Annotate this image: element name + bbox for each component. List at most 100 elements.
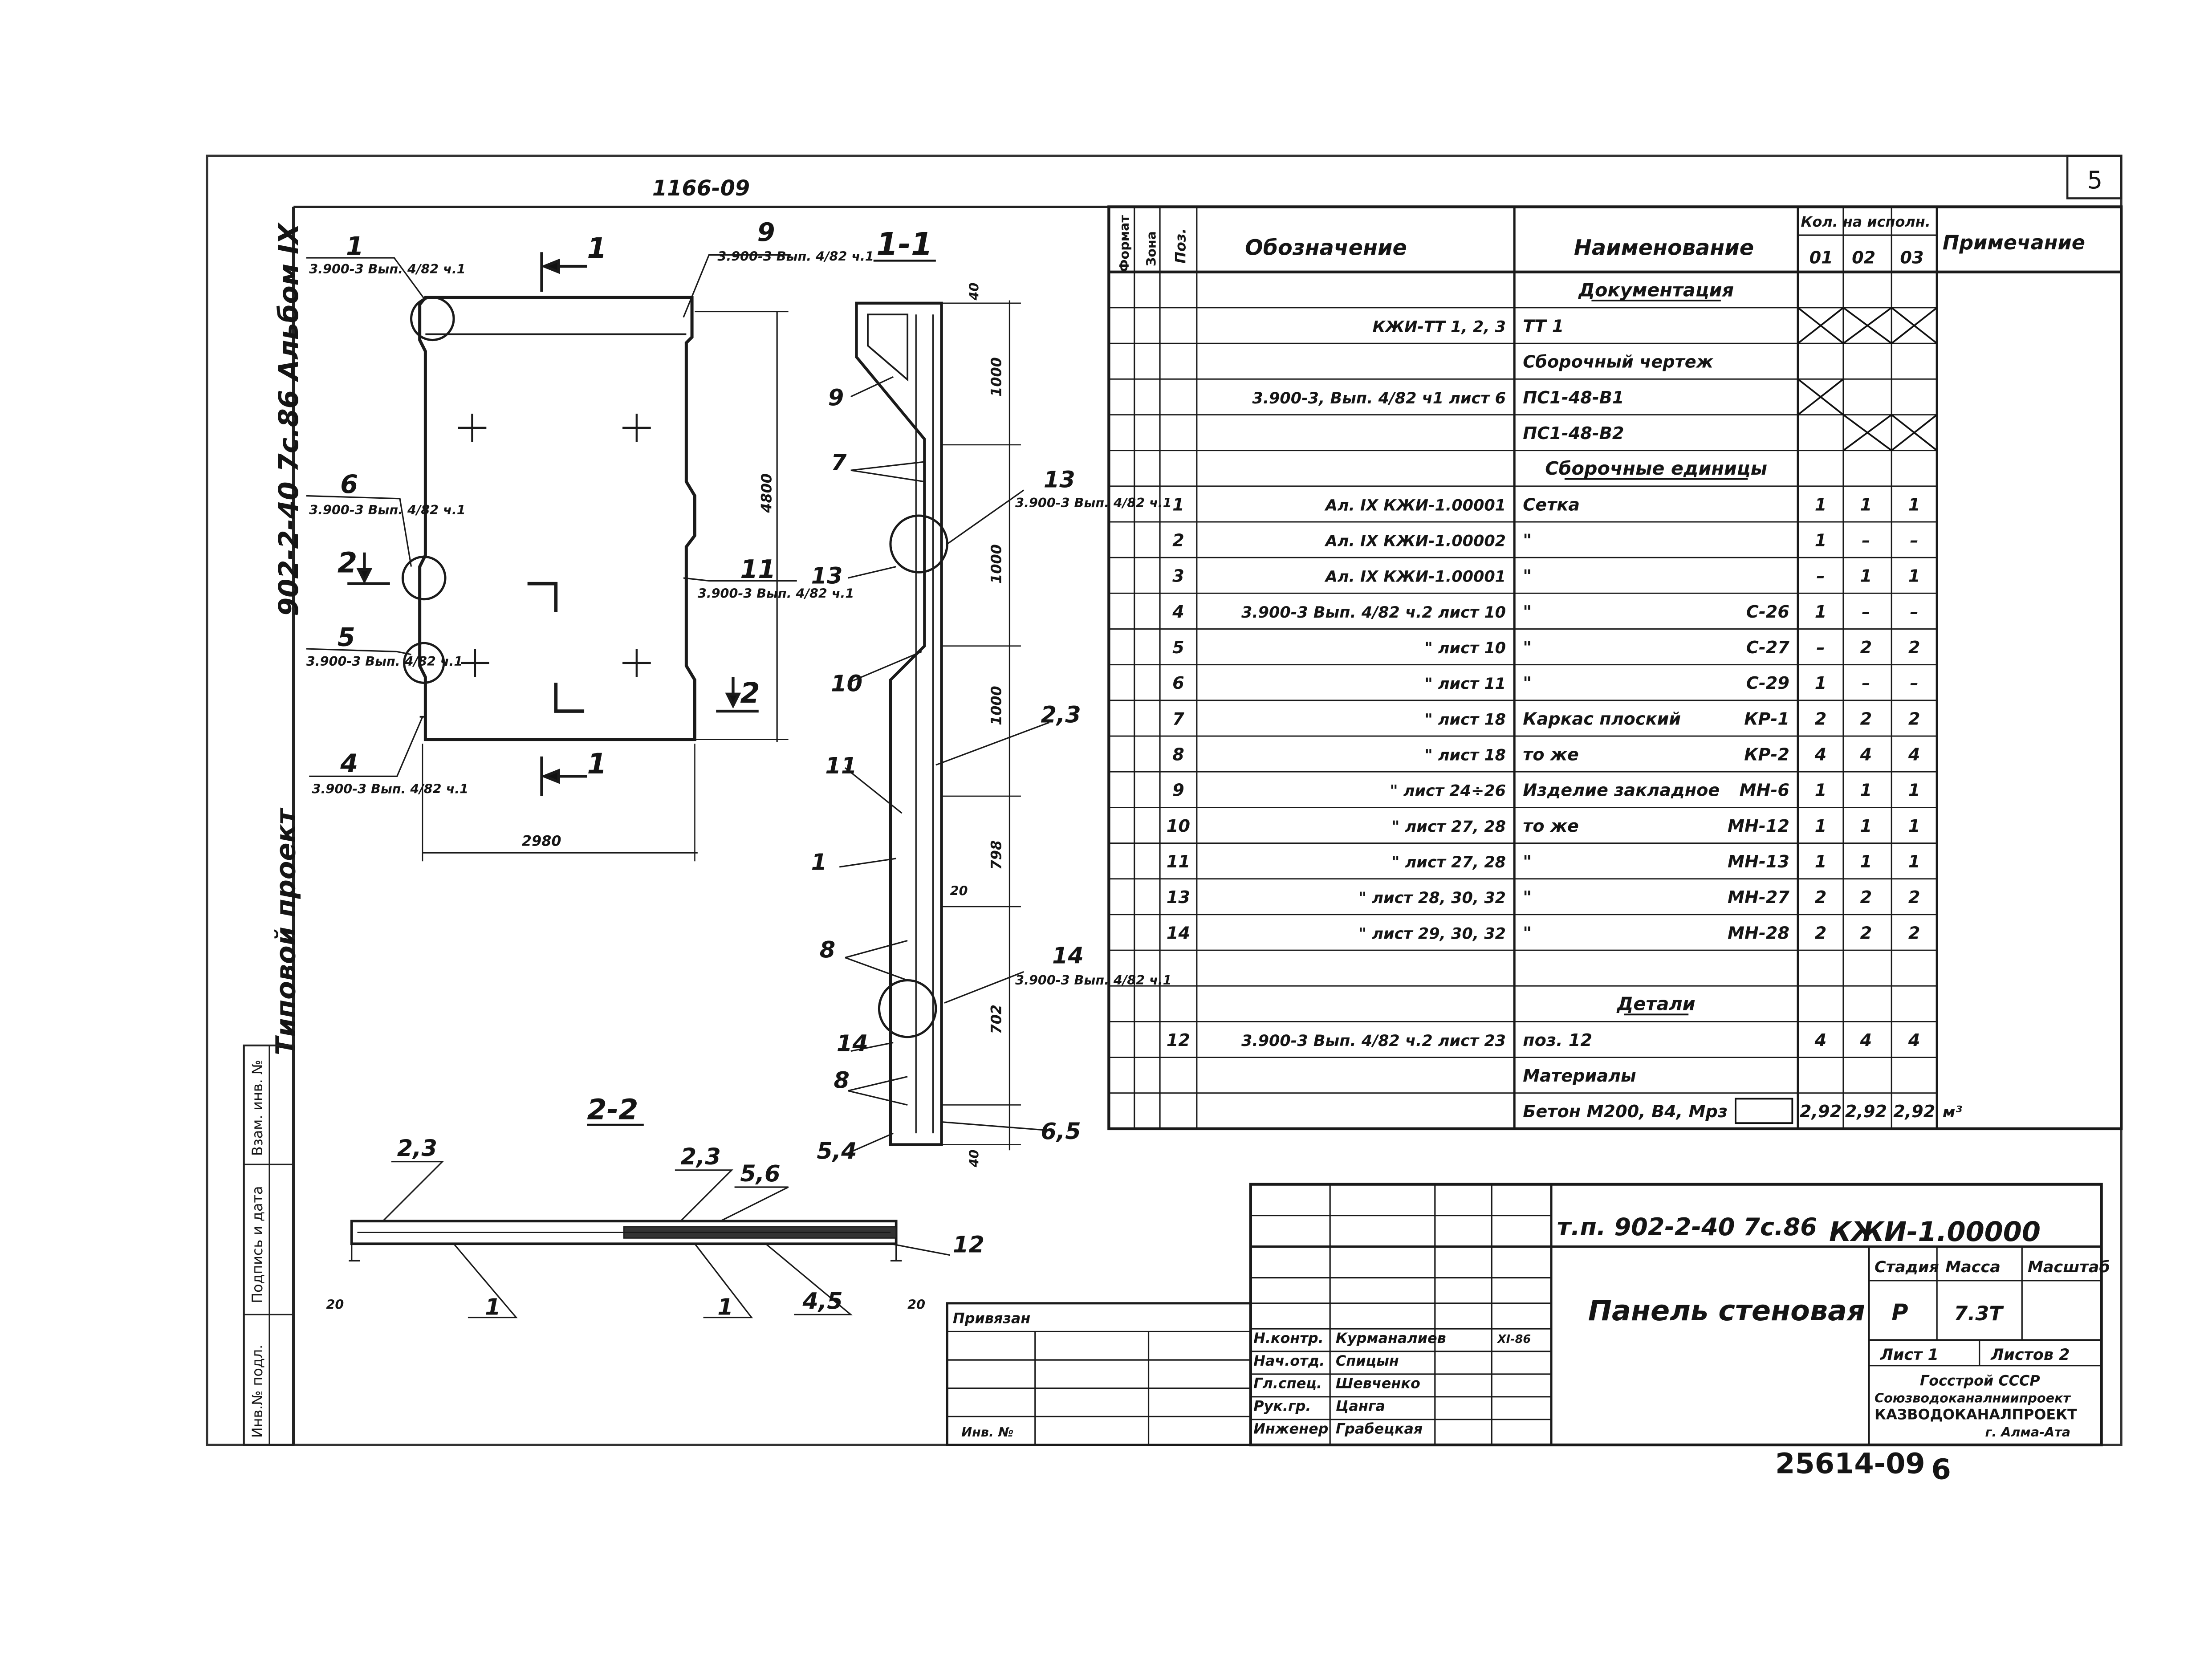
s1-callout-13-ref: 3.900-3 Вып. 4/82 ч.1 <box>1015 495 1171 510</box>
spec-name-suffix: МН-12 <box>1728 817 1789 836</box>
vertical-project-code: 902-2-40 7с.86 Альбом IX <box>273 222 305 616</box>
spec-pos: 9 <box>1172 781 1184 801</box>
spec-qty-03: 2 <box>1908 709 1920 729</box>
dim-height: 4800 <box>758 473 775 513</box>
spec-name: ТТ 1 <box>1523 317 1564 337</box>
spec-qty-01: 2 <box>1815 709 1827 729</box>
spec-qty-02: 1 <box>1860 567 1872 586</box>
tb-org-1: Госстрой СССР <box>1920 1372 2040 1389</box>
spec-pos: 3 <box>1172 567 1184 586</box>
spec-qty-03: 2 <box>1908 888 1920 907</box>
dim-width: 2980 <box>522 832 561 849</box>
spec-qty-03: 4 <box>1908 1031 1920 1050</box>
detail-circle-13 <box>889 514 948 574</box>
tb-sheet: Лист 1 <box>1880 1346 1939 1364</box>
s1-callout-14-ref: 3.900-3 Вып. 4/82 ч.1 <box>1015 972 1171 988</box>
tb-role-row: Гл.спец.Шевченко <box>1253 1375 1420 1392</box>
spec-qty-01: 4 <box>1814 1031 1827 1050</box>
spec-name: " <box>1523 602 1532 622</box>
spec-cross-mark <box>1842 414 1892 452</box>
tb-roles: Н.контр.КурманалиевНач.отд.СпицынГл.спец… <box>1253 1330 1446 1437</box>
section-2-2 <box>349 1161 950 1318</box>
spec-designation: 3.900-3 Вып. 4/82 ч.2 лист 10 <box>1241 604 1506 622</box>
spec-qty-02: 2 <box>1860 924 1872 943</box>
s1-callout-14b: 14 <box>837 1031 868 1057</box>
tb-org-4: г. Алма-Ата <box>1985 1424 2070 1440</box>
spec-designation: " лист 11 <box>1424 675 1506 693</box>
dim-1000-c: 1000 <box>988 686 1004 725</box>
tb-role-name: Спицын <box>1336 1352 1399 1369</box>
spec-cross-mark <box>1797 307 1844 344</box>
spec-name: " <box>1523 888 1532 907</box>
spec-qty-02: 2 <box>1860 888 1872 907</box>
spec-qty-02: 1 <box>1860 781 1872 801</box>
tb-role: Нач.отд. <box>1253 1352 1325 1369</box>
spec-qty-01: 1 <box>1815 531 1827 551</box>
dim-40-bottom: 40 <box>966 1150 981 1168</box>
left-stamp: Инв.№ подл. Подпись и дата Взам. инв. № <box>243 1044 295 1446</box>
spec-table: Формат Зона Поз. Обозначение Наименовани… <box>1107 205 2123 1131</box>
tb-role-row: Нач.отд. Спицын <box>1253 1352 1399 1369</box>
spec-designation: Ал. IX КЖИ-1.00001 <box>1324 496 1506 514</box>
spec-name: ПС1-48-В1 <box>1523 388 1624 408</box>
spec-qty-01: 1 <box>1815 602 1827 622</box>
spec-name: Каркас плоский <box>1523 709 1681 729</box>
spec-pos: 5 <box>1172 638 1184 658</box>
hdr-pos: Поз. <box>1172 228 1189 264</box>
spec-pos: 4 <box>1172 602 1184 622</box>
callout-11-ref: 3.900-3 Вып. 4/82 ч.1 <box>698 586 854 601</box>
spec-qty-03: 1 <box>1908 781 1920 801</box>
dim-798: 798 <box>988 840 1004 870</box>
tb-role: Рук.гр. <box>1253 1398 1311 1415</box>
tb-mass-label: Масса <box>1945 1258 2001 1276</box>
spec-name-suffix: МН-27 <box>1728 888 1789 907</box>
dim-1000-b: 1000 <box>988 544 1004 584</box>
spec-name: " <box>1523 924 1532 943</box>
panel-outline <box>418 296 696 741</box>
callout-9-ref: 3.900-3 Вып. 4/82 ч.1 <box>717 248 874 264</box>
section-1-title: 1-1 <box>876 226 933 263</box>
spec-row: Документация <box>1578 279 1734 301</box>
s1-callout-10: 10 <box>831 671 862 697</box>
s1-callout-1: 1 <box>811 849 827 875</box>
spec-pos: 11 <box>1167 852 1190 872</box>
spec-row: ПС1-48-В2 <box>1523 414 1938 452</box>
spec-cross-mark <box>1891 414 1938 452</box>
spec-name-suffix: КР-2 <box>1744 745 1789 765</box>
outer-frame <box>206 155 2123 1446</box>
s2-callout-4-5: 4,5 <box>802 1289 842 1315</box>
spec-qty-03: 2 <box>1908 638 1920 658</box>
dim-1000-a: 1000 <box>988 357 1004 397</box>
spec-designation: " лист 27, 28 <box>1391 818 1506 836</box>
tb-stage-label: Стадия <box>1875 1258 1939 1276</box>
spec-name: " <box>1523 674 1532 693</box>
elevation-labels: 1 3.900-3 Вып. 4/82 ч.1 9 3.900-3 Вып. 4… <box>306 217 874 849</box>
section-arrows <box>347 252 759 796</box>
spec-qty-02: 2 <box>1860 709 1872 729</box>
tb-role: Гл.спец. <box>1253 1375 1322 1392</box>
detail-circle-14 <box>878 979 937 1038</box>
dim-702: 702 <box>988 1005 1004 1034</box>
spec-name: Сборочный чертеж <box>1523 353 1713 372</box>
spec-name: поз. 12 <box>1523 1031 1592 1050</box>
spec-qty-01: – <box>1816 567 1825 586</box>
tb-title: Панель стеновая <box>1588 1294 1865 1327</box>
detail-circle-1 <box>410 296 455 342</box>
hdr-qty-03: 03 <box>1900 248 1923 268</box>
s2-dim-20a: 20 <box>326 1297 344 1312</box>
s2-callout-1b: 1 <box>717 1294 733 1320</box>
spec-name-suffix: С-27 <box>1746 638 1789 658</box>
tb-inv: Инв. № <box>961 1424 1013 1440</box>
tb-scale-label: Масштаб <box>2028 1258 2110 1276</box>
spec-qty-02: 4 <box>1860 1031 1872 1050</box>
spec-qty-01: 1 <box>1815 852 1827 872</box>
embed-crosses <box>458 413 651 677</box>
s2-callout-2-3a: 2,3 <box>397 1135 437 1162</box>
spec-pos: 2 <box>1172 531 1184 551</box>
